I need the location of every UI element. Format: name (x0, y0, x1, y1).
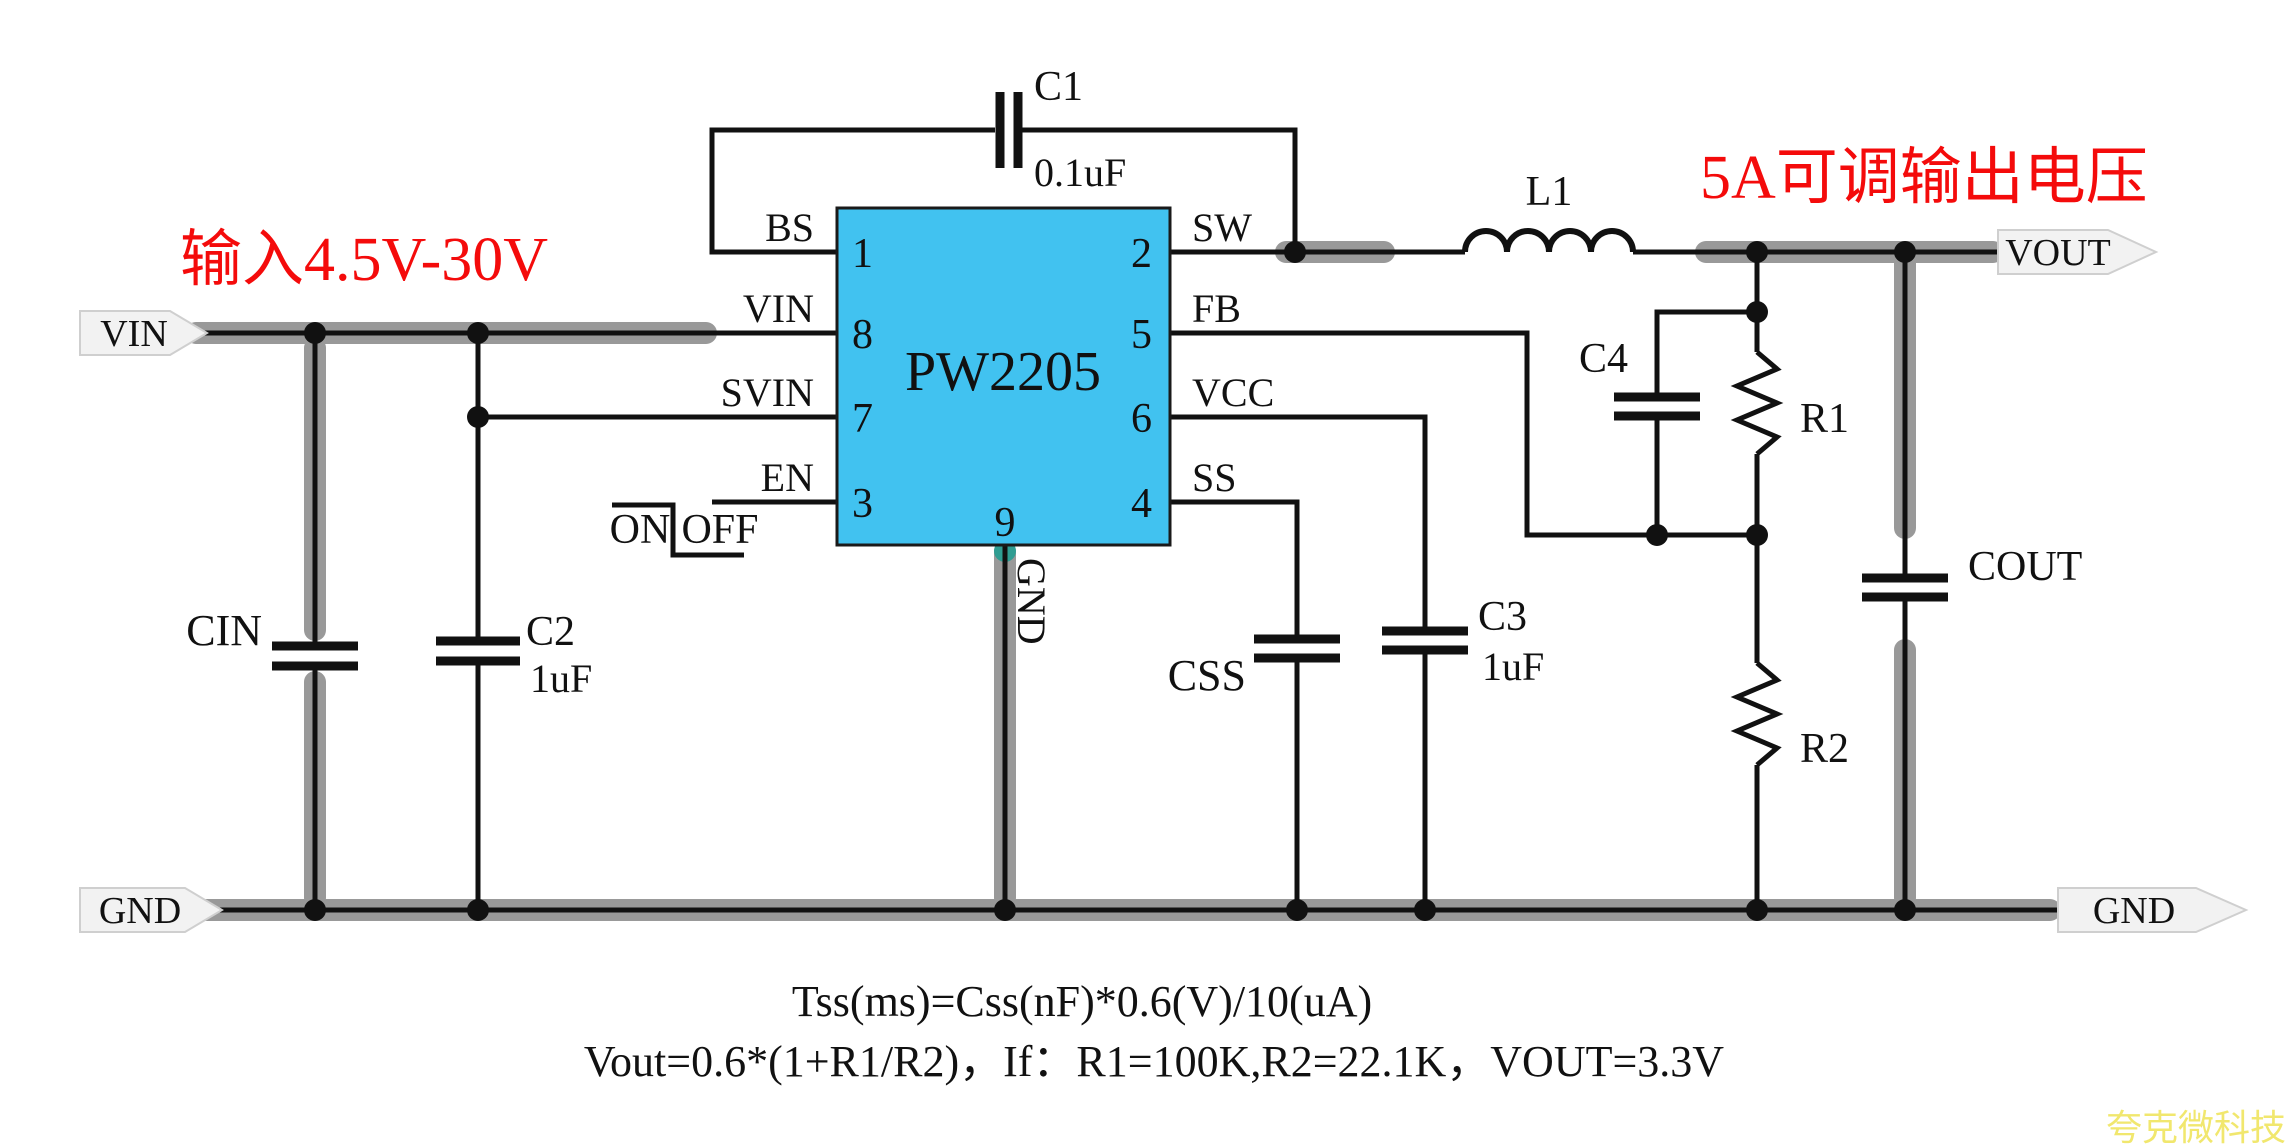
junction-dot (1746, 241, 1768, 263)
inductor-l1: L1 (1462, 169, 1636, 253)
vout-formula: Vout=0.6*(1+R1/R2)，If：R1=100K,R2=22.1K，V… (584, 1037, 1724, 1086)
capacitor-c4: C4 (1579, 336, 1700, 421)
on-off-step (612, 502, 744, 558)
c2-value-label: 1uF (530, 656, 592, 701)
junction-dot (1414, 899, 1436, 921)
c1-to-sw-wire (1022, 127, 1298, 252)
enable-switch-labels: ON OFF (610, 507, 759, 553)
resistor-r1: R1 (1730, 350, 1849, 456)
pin-label-vin: VIN (743, 286, 814, 331)
pin-label-sw: SW (1192, 205, 1252, 250)
junction-dot (1286, 899, 1308, 921)
resistor-r2: R2 (1730, 661, 1849, 772)
ic-pin1-number: 1 (852, 231, 873, 277)
c4-ref-label: C4 (1579, 336, 1628, 382)
fb-wire (1170, 330, 1757, 538)
css-ref-label: CSS (1168, 651, 1246, 700)
pin-label-en: EN (761, 455, 814, 500)
junction-dot (467, 406, 489, 428)
l1-ref-label: L1 (1526, 169, 1573, 215)
r1-zigzag (1730, 350, 1784, 456)
ic-pin3-number: 3 (852, 481, 873, 527)
components: C1 0.1uF CIN C2 1uF CSS C3 1uF (186, 64, 2082, 772)
vin-port-label: VIN (100, 313, 168, 355)
junction-dot (994, 899, 1016, 921)
r2-ref-label: R2 (1800, 726, 1849, 772)
capacitor-c1: C1 0.1uF (995, 64, 1126, 195)
capacitor-cout: COUT (1862, 544, 2082, 602)
ic-pin4-number: 4 (1131, 481, 1152, 527)
capacitor-c2: C2 1uF (436, 609, 592, 701)
gnd-left-port-label: GND (99, 890, 181, 932)
c1-ref-label: C1 (1034, 64, 1083, 110)
ic-pin6-number: 6 (1131, 396, 1152, 442)
input-range-annotation: 输入4.5V-30V (180, 226, 548, 294)
capacitor-c3: C3 1uF (1382, 594, 1544, 689)
output-annotation: 5A可调输出电压 (1700, 144, 2148, 212)
off-label: OFF (681, 507, 758, 553)
capacitor-cin: CIN (186, 606, 358, 671)
junction-dot (1646, 524, 1668, 546)
cout-ref-label: COUT (1968, 544, 2082, 590)
pin-label-gnd: GND (1009, 558, 1054, 645)
watermark-text: 夸克微科技 (2106, 1108, 2286, 1146)
tss-formula: Tss(ms)=Css(nF)*0.6(V)/10(uA) (792, 977, 1372, 1026)
ic-pin7-number: 7 (852, 396, 873, 442)
cin-ref-label: CIN (186, 606, 262, 655)
bs-wire (709, 127, 995, 255)
port-tags: VIN GND VOUT GND (79, 229, 2249, 933)
pin-label-ss: SS (1192, 455, 1237, 500)
r1-ref-label: R1 (1800, 396, 1849, 442)
ic-pin9-number: 9 (995, 500, 1016, 546)
gnd-right-port-tag (2057, 887, 2249, 933)
junction-dot (304, 899, 326, 921)
ic-pw2205: PW2205 1 8 7 3 2 5 6 4 9 BS VIN SVIN EN … (721, 205, 1275, 645)
ic-title: PW2205 (905, 341, 1101, 403)
c3-ref-label: C3 (1478, 594, 1527, 640)
junction-dot (1746, 524, 1768, 546)
c3-value-label: 1uF (1482, 644, 1544, 689)
ic-pin5-number: 5 (1131, 312, 1152, 358)
formulas: Tss(ms)=Css(nF)*0.6(V)/10(uA) Vout=0.6*(… (584, 977, 1724, 1086)
ic-pin8-number: 8 (852, 312, 873, 358)
ic-body (835, 206, 1172, 547)
junction-dot (1894, 899, 1916, 921)
junction-dot (1746, 899, 1768, 921)
junction-dots (304, 241, 1916, 921)
vout-port-label: VOUT (2005, 232, 2111, 274)
gnd-left-port-tag (79, 887, 224, 933)
junction-dot (467, 899, 489, 921)
r2-zigzag (1730, 661, 1784, 767)
junction-dot (1894, 241, 1916, 263)
junction-dot (467, 322, 489, 344)
c2-ref-label: C2 (526, 609, 575, 655)
junction-dot (1284, 241, 1306, 263)
annotations: 输入4.5V-30V 5A可调输出电压 (180, 144, 2148, 294)
pin-label-svin: SVIN (721, 370, 814, 415)
c4-upper-wire (1654, 309, 1757, 393)
junction-dot (304, 322, 326, 344)
ic-pin2-number: 2 (1131, 231, 1152, 277)
c1-value-label: 0.1uF (1034, 150, 1126, 195)
vin-port-tag (79, 310, 209, 356)
pin-label-vcc: VCC (1192, 370, 1274, 415)
pin-label-fb: FB (1192, 286, 1241, 331)
pin-label-bs: BS (765, 205, 814, 250)
junction-dot (1746, 301, 1768, 323)
capacitor-css: CSS (1168, 634, 1340, 700)
wires (190, 127, 2058, 913)
ss-wire (1170, 499, 1300, 635)
gnd-right-port-label: GND (2093, 890, 2175, 932)
l1-coil (1462, 228, 1636, 253)
vcc-wire (1170, 414, 1428, 627)
vout-port-tag (1997, 229, 2159, 275)
on-label: ON (610, 507, 671, 553)
